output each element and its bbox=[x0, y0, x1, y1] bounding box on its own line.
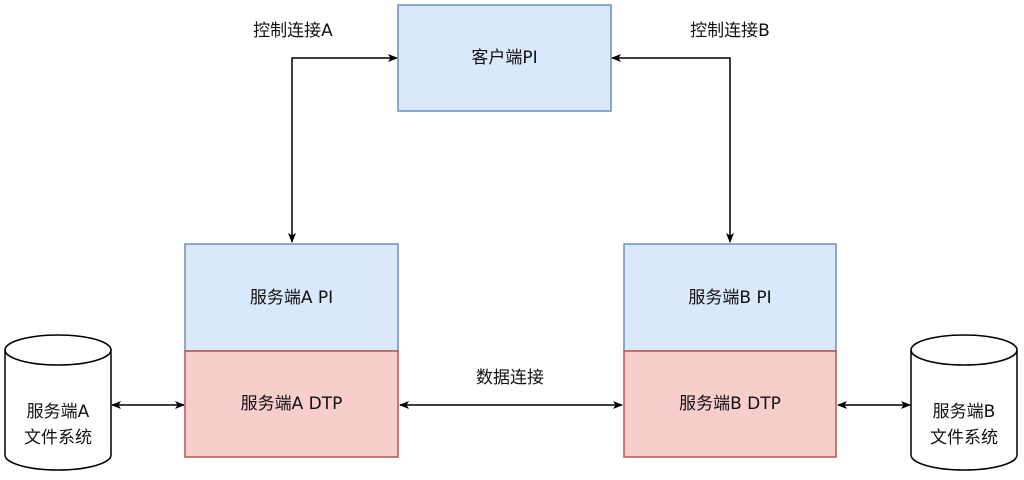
server-b-filesystem-cylinder bbox=[910, 334, 1018, 471]
server-a-filesystem-cylinder bbox=[4, 334, 112, 471]
control-connection-b-label: 控制连接B bbox=[690, 21, 770, 41]
server-b-dtp-label: 服务端B DTP bbox=[679, 394, 781, 414]
server-a-pi-label: 服务端A PI bbox=[250, 288, 333, 308]
client-pi-box bbox=[397, 4, 612, 112]
client-pi-label: 客户端PI bbox=[471, 48, 537, 68]
control-connection-a-label: 控制连接A bbox=[253, 21, 333, 41]
server-a-dtp-box bbox=[184, 350, 399, 458]
fs-b-label-line2: 文件系统 bbox=[930, 428, 998, 448]
server-a-pi-box bbox=[184, 243, 399, 352]
data-connection-label: 数据连接 bbox=[476, 368, 544, 388]
server-b-dtp-box bbox=[623, 350, 837, 458]
control-connection-b-line bbox=[611, 54, 734, 243]
fs-a-label-line1: 服务端A bbox=[27, 402, 90, 422]
server-b-pi-label: 服务端B PI bbox=[688, 288, 771, 308]
server-a-dtp-label: 服务端A DTP bbox=[241, 394, 343, 414]
fs-a-label-line2: 文件系统 bbox=[24, 428, 92, 448]
fs-b-label-line1: 服务端B bbox=[933, 402, 996, 422]
server-b-pi-box bbox=[623, 243, 837, 352]
control-connection-a-line bbox=[288, 54, 398, 243]
